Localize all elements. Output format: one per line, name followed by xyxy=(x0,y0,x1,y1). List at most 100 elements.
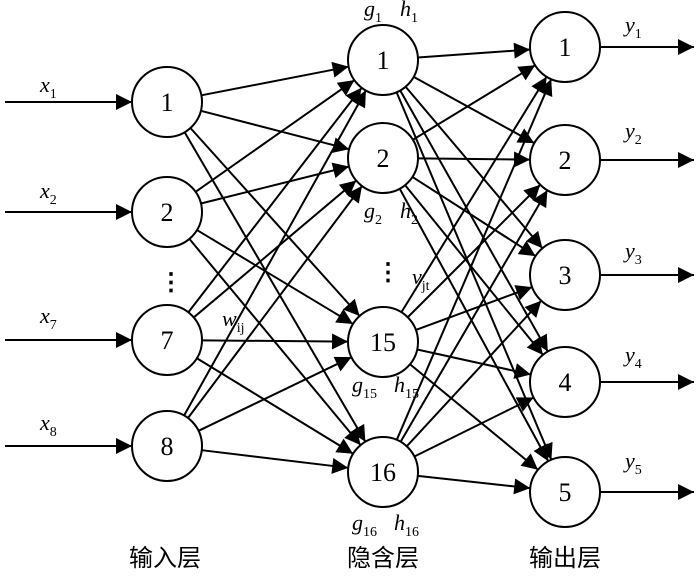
edge-hidden1-output1 xyxy=(417,42,531,59)
hidden-node-15: 15 xyxy=(347,306,419,378)
edge-input8-hidden15 xyxy=(198,356,352,432)
edge-input7-hidden16 xyxy=(196,357,354,455)
edge-input8-hidden1 xyxy=(183,90,367,416)
edge-hidden15-output5 xyxy=(409,363,539,471)
input-signal-x8: x8 xyxy=(39,410,57,440)
output-node-1-number: 1 xyxy=(559,33,572,62)
output-layer-label: 输出层 xyxy=(529,544,601,572)
output-signal-y3: y3 xyxy=(623,238,642,268)
hidden-node-16: 16 xyxy=(347,436,419,508)
edge-hidden16-output3 xyxy=(406,300,542,447)
input-node-8: 8 xyxy=(131,410,203,482)
output-node-2: 2 xyxy=(529,124,601,196)
edge-hidden2-output5 xyxy=(398,188,550,462)
input-node-1: 1 xyxy=(131,66,203,138)
edge-input2-hidden1 xyxy=(195,79,355,193)
output-node-3-circle xyxy=(529,239,601,311)
output-node-2-circle xyxy=(529,124,601,196)
network-nodes: 1 2 7 8 1 2 15 16 1 2 3 4 5 xyxy=(131,11,601,528)
edge-hidden16-output5 xyxy=(417,474,531,495)
input-node-7-number: 7 xyxy=(161,326,174,355)
hidden-h2-label: h2 xyxy=(400,198,418,228)
input-signal-x7: x7 xyxy=(39,303,57,333)
edge-hidden15-output2 xyxy=(407,184,541,318)
hidden-node-2-number: 2 xyxy=(377,144,390,173)
output-node-5-number: 5 xyxy=(559,478,572,507)
edge-input7-hidden15 xyxy=(201,333,349,350)
weight-vjt-label: vjt xyxy=(412,264,430,294)
edge-input1-hidden16 xyxy=(183,131,367,443)
edge-input1-hidden15 xyxy=(189,127,361,317)
input-node-2-circle xyxy=(131,176,203,248)
input-node-8-circle xyxy=(131,410,203,482)
edge-hidden15-output1 xyxy=(400,76,548,313)
hidden-node-2-circle xyxy=(347,122,419,194)
hidden-node-15-number: 15 xyxy=(370,328,396,357)
edge-input1-hidden2 xyxy=(200,109,350,153)
hidden-node-1: 1 xyxy=(347,24,419,96)
input-node-1-number: 1 xyxy=(161,88,174,117)
edge-hidden15-output3 xyxy=(415,285,533,331)
edge-hidden16-output4 xyxy=(413,396,535,458)
hidden-node-2: 2 xyxy=(347,122,419,194)
input-node-2: 2 xyxy=(131,176,203,248)
output-signal-y1: y1 xyxy=(623,12,642,42)
edge-hidden16-output2 xyxy=(399,189,549,443)
edge-hidden2-output2 xyxy=(417,151,531,168)
hidden-node-1-number: 1 xyxy=(377,46,390,75)
output-node-4: 4 xyxy=(529,346,601,418)
hidden-h1-label: h1 xyxy=(400,0,418,26)
input-node-7-circle xyxy=(131,304,203,376)
edge-input7-hidden2 xyxy=(193,179,357,319)
hidden-layer-label: 隐含层 xyxy=(347,544,419,572)
weight-wij-label: wij xyxy=(222,306,244,336)
edge-hidden15-output4 xyxy=(416,348,532,379)
hidden-node-16-number: 16 xyxy=(370,458,396,487)
edge-hidden2-output1 xyxy=(412,64,536,141)
output-signal-y2: y2 xyxy=(623,118,642,148)
input-node-2-number: 2 xyxy=(161,198,174,227)
input-node-1-circle xyxy=(131,66,203,138)
output-node-5: 5 xyxy=(529,456,601,528)
edge-input2-hidden2 xyxy=(200,162,350,205)
hidden-g16-label: g16 xyxy=(352,510,377,540)
edge-hidden2-output4 xyxy=(404,184,544,356)
edge-input8-hidden16 xyxy=(201,449,349,474)
hidden-g15-label: g15 xyxy=(352,372,377,402)
hidden-node-16-circle xyxy=(347,436,419,508)
hidden-h16-label: h16 xyxy=(394,510,419,540)
output-signal-y5: y5 xyxy=(623,448,642,478)
edge-hidden2-output3 xyxy=(411,176,537,257)
edge-input2-hidden15 xyxy=(196,229,354,325)
output-node-4-number: 4 xyxy=(559,368,572,397)
hidden-node-1-circle xyxy=(347,24,419,96)
output-node-2-number: 2 xyxy=(559,146,572,175)
edge-input1-hidden1 xyxy=(201,61,349,97)
output-node-3-number: 3 xyxy=(559,261,572,290)
edge-hidden1-output3 xyxy=(404,86,544,249)
input-signal-x2: x2 xyxy=(39,178,57,208)
hidden-g2-label: g2 xyxy=(364,198,382,228)
input-signal-x1: x1 xyxy=(39,72,57,102)
output-node-5-circle xyxy=(529,456,601,528)
edge-hidden1-output2 xyxy=(413,75,535,145)
output-node-1-circle xyxy=(529,11,601,83)
input-layer-label: 输入层 xyxy=(129,544,201,572)
input-node-7: 7 xyxy=(131,304,203,376)
input-hidden-connections xyxy=(183,61,367,474)
edge-hidden1-output4 xyxy=(399,89,549,353)
output-signal-y4: y4 xyxy=(623,342,642,372)
hidden-node-15-circle xyxy=(347,306,419,378)
hidden-output-connections xyxy=(395,42,553,495)
io-arrows xyxy=(5,39,694,500)
hidden-g1-label: g1 xyxy=(364,0,382,26)
output-node-4-circle xyxy=(529,346,601,418)
edge-hidden16-output1 xyxy=(395,78,553,441)
edge-input7-hidden1 xyxy=(187,87,363,313)
input-ellipsis: ⋮ xyxy=(159,270,183,296)
input-node-8-number: 8 xyxy=(161,432,174,461)
edge-input8-hidden2 xyxy=(187,185,363,419)
hidden-h15-label: h15 xyxy=(394,372,419,402)
output-node-1: 1 xyxy=(529,11,601,83)
